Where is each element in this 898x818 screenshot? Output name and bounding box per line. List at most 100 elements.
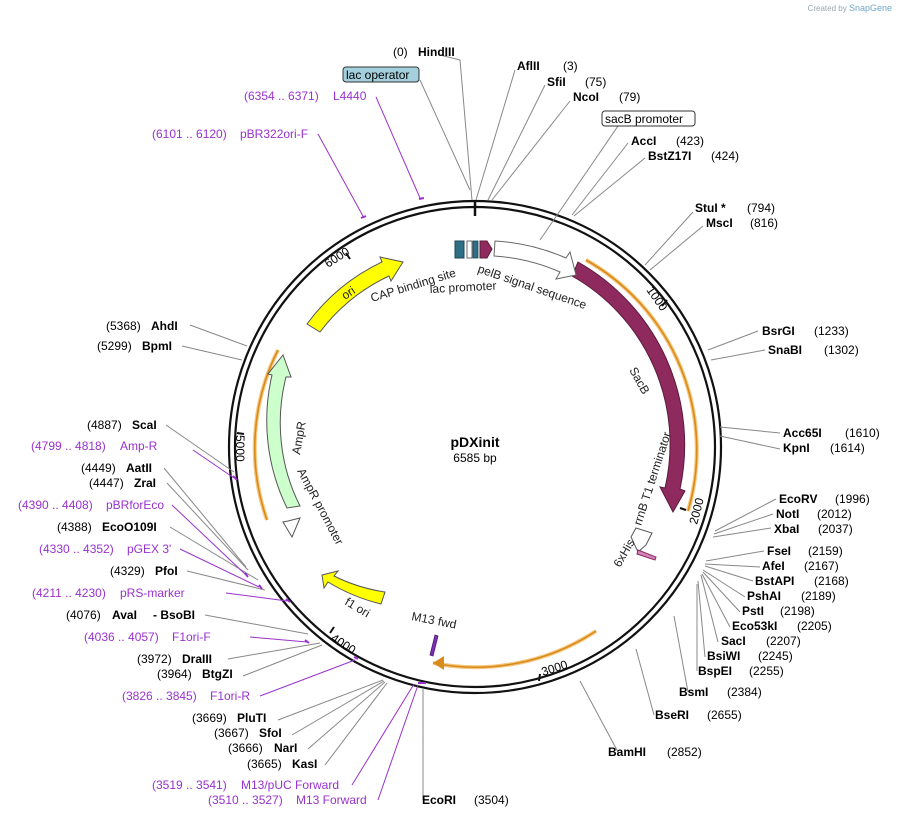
pelb-arrow bbox=[493, 240, 577, 280]
site-name-fsei: FseI bbox=[767, 544, 791, 558]
primer-name-pgex-3: pGEX 3' bbox=[127, 542, 171, 556]
site-name-stui: StuI * bbox=[695, 201, 726, 215]
site-name-psti: PstI bbox=[742, 604, 764, 618]
primer-name-m13-forward: M13 Forward bbox=[296, 793, 367, 807]
site-name-saci: SacI bbox=[721, 634, 746, 648]
site-name-sfii: SfiI bbox=[547, 75, 566, 89]
sacb-arrow bbox=[571, 261, 686, 514]
primer-name-f1ori-f: F1ori-F bbox=[172, 630, 211, 644]
site-name-msci: MscI bbox=[706, 216, 733, 230]
site-pos-pshai: (2189) bbox=[801, 589, 836, 603]
site-name-bstapi: BstAPI bbox=[755, 574, 794, 588]
his-tag bbox=[636, 549, 657, 561]
site-pos-acc65i: (1610) bbox=[845, 426, 880, 440]
primer-range-amp-r: (4799 .. 4818) bbox=[31, 439, 106, 453]
site-pos-pluti: (3669) bbox=[192, 711, 227, 725]
sacb-promoter-box bbox=[601, 110, 696, 127]
site-name-kpni: KpnI bbox=[783, 441, 810, 455]
tick-label-5000: 5000 bbox=[233, 435, 247, 462]
site-name-pfoi: PfoI bbox=[155, 564, 178, 578]
primer-name-f1ori-r: F1ori-R bbox=[210, 689, 250, 703]
scale-ticks bbox=[236, 252, 687, 682]
site-name-avai: AvaI bbox=[112, 608, 137, 622]
site-pos-pfoi: (4329) bbox=[110, 564, 145, 578]
site-name-hindiii: HindIII bbox=[418, 45, 455, 59]
site-name-bseri: BseRI bbox=[655, 708, 689, 722]
primer-name-prs-marker: pRS-marker bbox=[120, 586, 185, 600]
site-pos-ecori: (3504) bbox=[474, 793, 509, 807]
lac-operator-block bbox=[454, 240, 465, 259]
site-labels: (0) HindIII AflII (3) SfiI (75) NcoI (79… bbox=[57, 45, 880, 807]
primer-ticks bbox=[232, 197, 426, 684]
site-pos-hindiii: (0) bbox=[393, 45, 408, 59]
tick-label-6000: 6000 bbox=[322, 244, 352, 270]
f1-ori-arrow bbox=[321, 570, 386, 605]
site-name-zrai: ZraI bbox=[134, 476, 156, 490]
orange-bar-2 bbox=[432, 630, 597, 668]
site-name-bspei: BspEI bbox=[698, 664, 732, 678]
rrnb-arrow bbox=[630, 527, 653, 553]
lac-promoter-block bbox=[472, 240, 479, 259]
site-name-bsobi: - BsoBI bbox=[153, 608, 195, 622]
site-name-scai: ScaI bbox=[132, 418, 157, 432]
feature-label-sacb-promoter: sacB promoter bbox=[605, 112, 683, 126]
site-pos-bpmi: (5299) bbox=[97, 339, 132, 353]
site-pos-msci: (816) bbox=[750, 216, 778, 230]
feature-label-6xhis: 6xHis bbox=[610, 537, 637, 570]
site-pos-ahdi: (5368) bbox=[106, 319, 141, 333]
site-pos-aflii: (3) bbox=[563, 59, 578, 73]
site-name-aatii: AatII bbox=[126, 461, 152, 475]
site-pos-ecoo109i: (4388) bbox=[57, 520, 92, 534]
site-name-pshai: PshAI bbox=[747, 589, 781, 603]
primer-range-pbrforeco: (4390 .. 4408) bbox=[18, 498, 93, 512]
ampr-arrow bbox=[266, 353, 301, 509]
orange-bar-3 bbox=[253, 349, 279, 521]
m13-fwd-primer-mark bbox=[429, 634, 439, 657]
site-pos-sfoi: (3667) bbox=[214, 726, 249, 740]
site-name-btgzi: BtgZI bbox=[202, 667, 233, 681]
primer-leader-lines bbox=[171, 96, 421, 801]
site-name-eco53ki: Eco53kI bbox=[732, 619, 777, 633]
snapgene-credit: Created by SnapGene bbox=[807, 3, 892, 13]
cap-binding-block bbox=[466, 240, 473, 259]
site-pos-sfii: (75) bbox=[585, 75, 606, 89]
site-pos-kpni: (1614) bbox=[830, 441, 865, 455]
site-pos-stui: (794) bbox=[747, 201, 775, 215]
site-pos-bspei: (2255) bbox=[749, 664, 784, 678]
site-name-ecorv: EcoRV bbox=[779, 492, 817, 506]
site-pos-eco53ki: (2205) bbox=[797, 619, 832, 633]
site-pos-avai: (4076) bbox=[66, 608, 101, 622]
site-pos-bsrgi: (1233) bbox=[814, 324, 849, 338]
lac-operator-box bbox=[342, 66, 420, 83]
site-name-bamhi: BamHI bbox=[608, 745, 646, 759]
site-name-snabi: SnaBI bbox=[768, 343, 802, 357]
site-name-bsmi: BsmI bbox=[679, 685, 708, 699]
site-pos-bseri: (2655) bbox=[707, 708, 742, 722]
site-pos-bstapi: (2168) bbox=[814, 574, 849, 588]
site-pos-aatii: (4449) bbox=[81, 461, 116, 475]
site-pos-acci: (423) bbox=[676, 134, 704, 148]
site-name-pluti: PluTI bbox=[237, 711, 266, 725]
site-pos-saci: (2207) bbox=[766, 634, 801, 648]
site-pos-afei: (2167) bbox=[804, 559, 839, 573]
site-name-nari: NarI bbox=[274, 741, 297, 755]
site-name-bsiwi: BsiWI bbox=[707, 649, 740, 663]
primer-name-pbrforeco: pBRforEco bbox=[106, 498, 164, 512]
primer-range-m13-forward: (3510 .. 3527) bbox=[208, 793, 283, 807]
orange-bar-1 bbox=[585, 259, 698, 512]
orange-arrowhead-2 bbox=[433, 656, 444, 670]
site-name-ecori: EcoRI bbox=[422, 793, 456, 807]
site-pos-kasi: (3665) bbox=[247, 757, 282, 771]
primer-range-pgex-3: (4330 .. 4352) bbox=[39, 542, 114, 556]
plasmid-length: 6585 bp bbox=[453, 451, 497, 465]
site-pos-psti: (2198) bbox=[780, 604, 815, 618]
site-name-afei: AfeI bbox=[762, 559, 785, 573]
site-name-acc65i: Acc65I bbox=[783, 426, 822, 440]
snapgene-logo: SnapGene bbox=[848, 3, 892, 13]
primer-name-l4440: L4440 bbox=[333, 89, 367, 103]
site-pos-snabi: (1302) bbox=[824, 343, 859, 357]
site-pos-noti: (2012) bbox=[817, 507, 852, 521]
primer-range-prs-marker: (4211 .. 4230) bbox=[32, 586, 106, 600]
site-pos-scai: (4887) bbox=[87, 418, 122, 432]
